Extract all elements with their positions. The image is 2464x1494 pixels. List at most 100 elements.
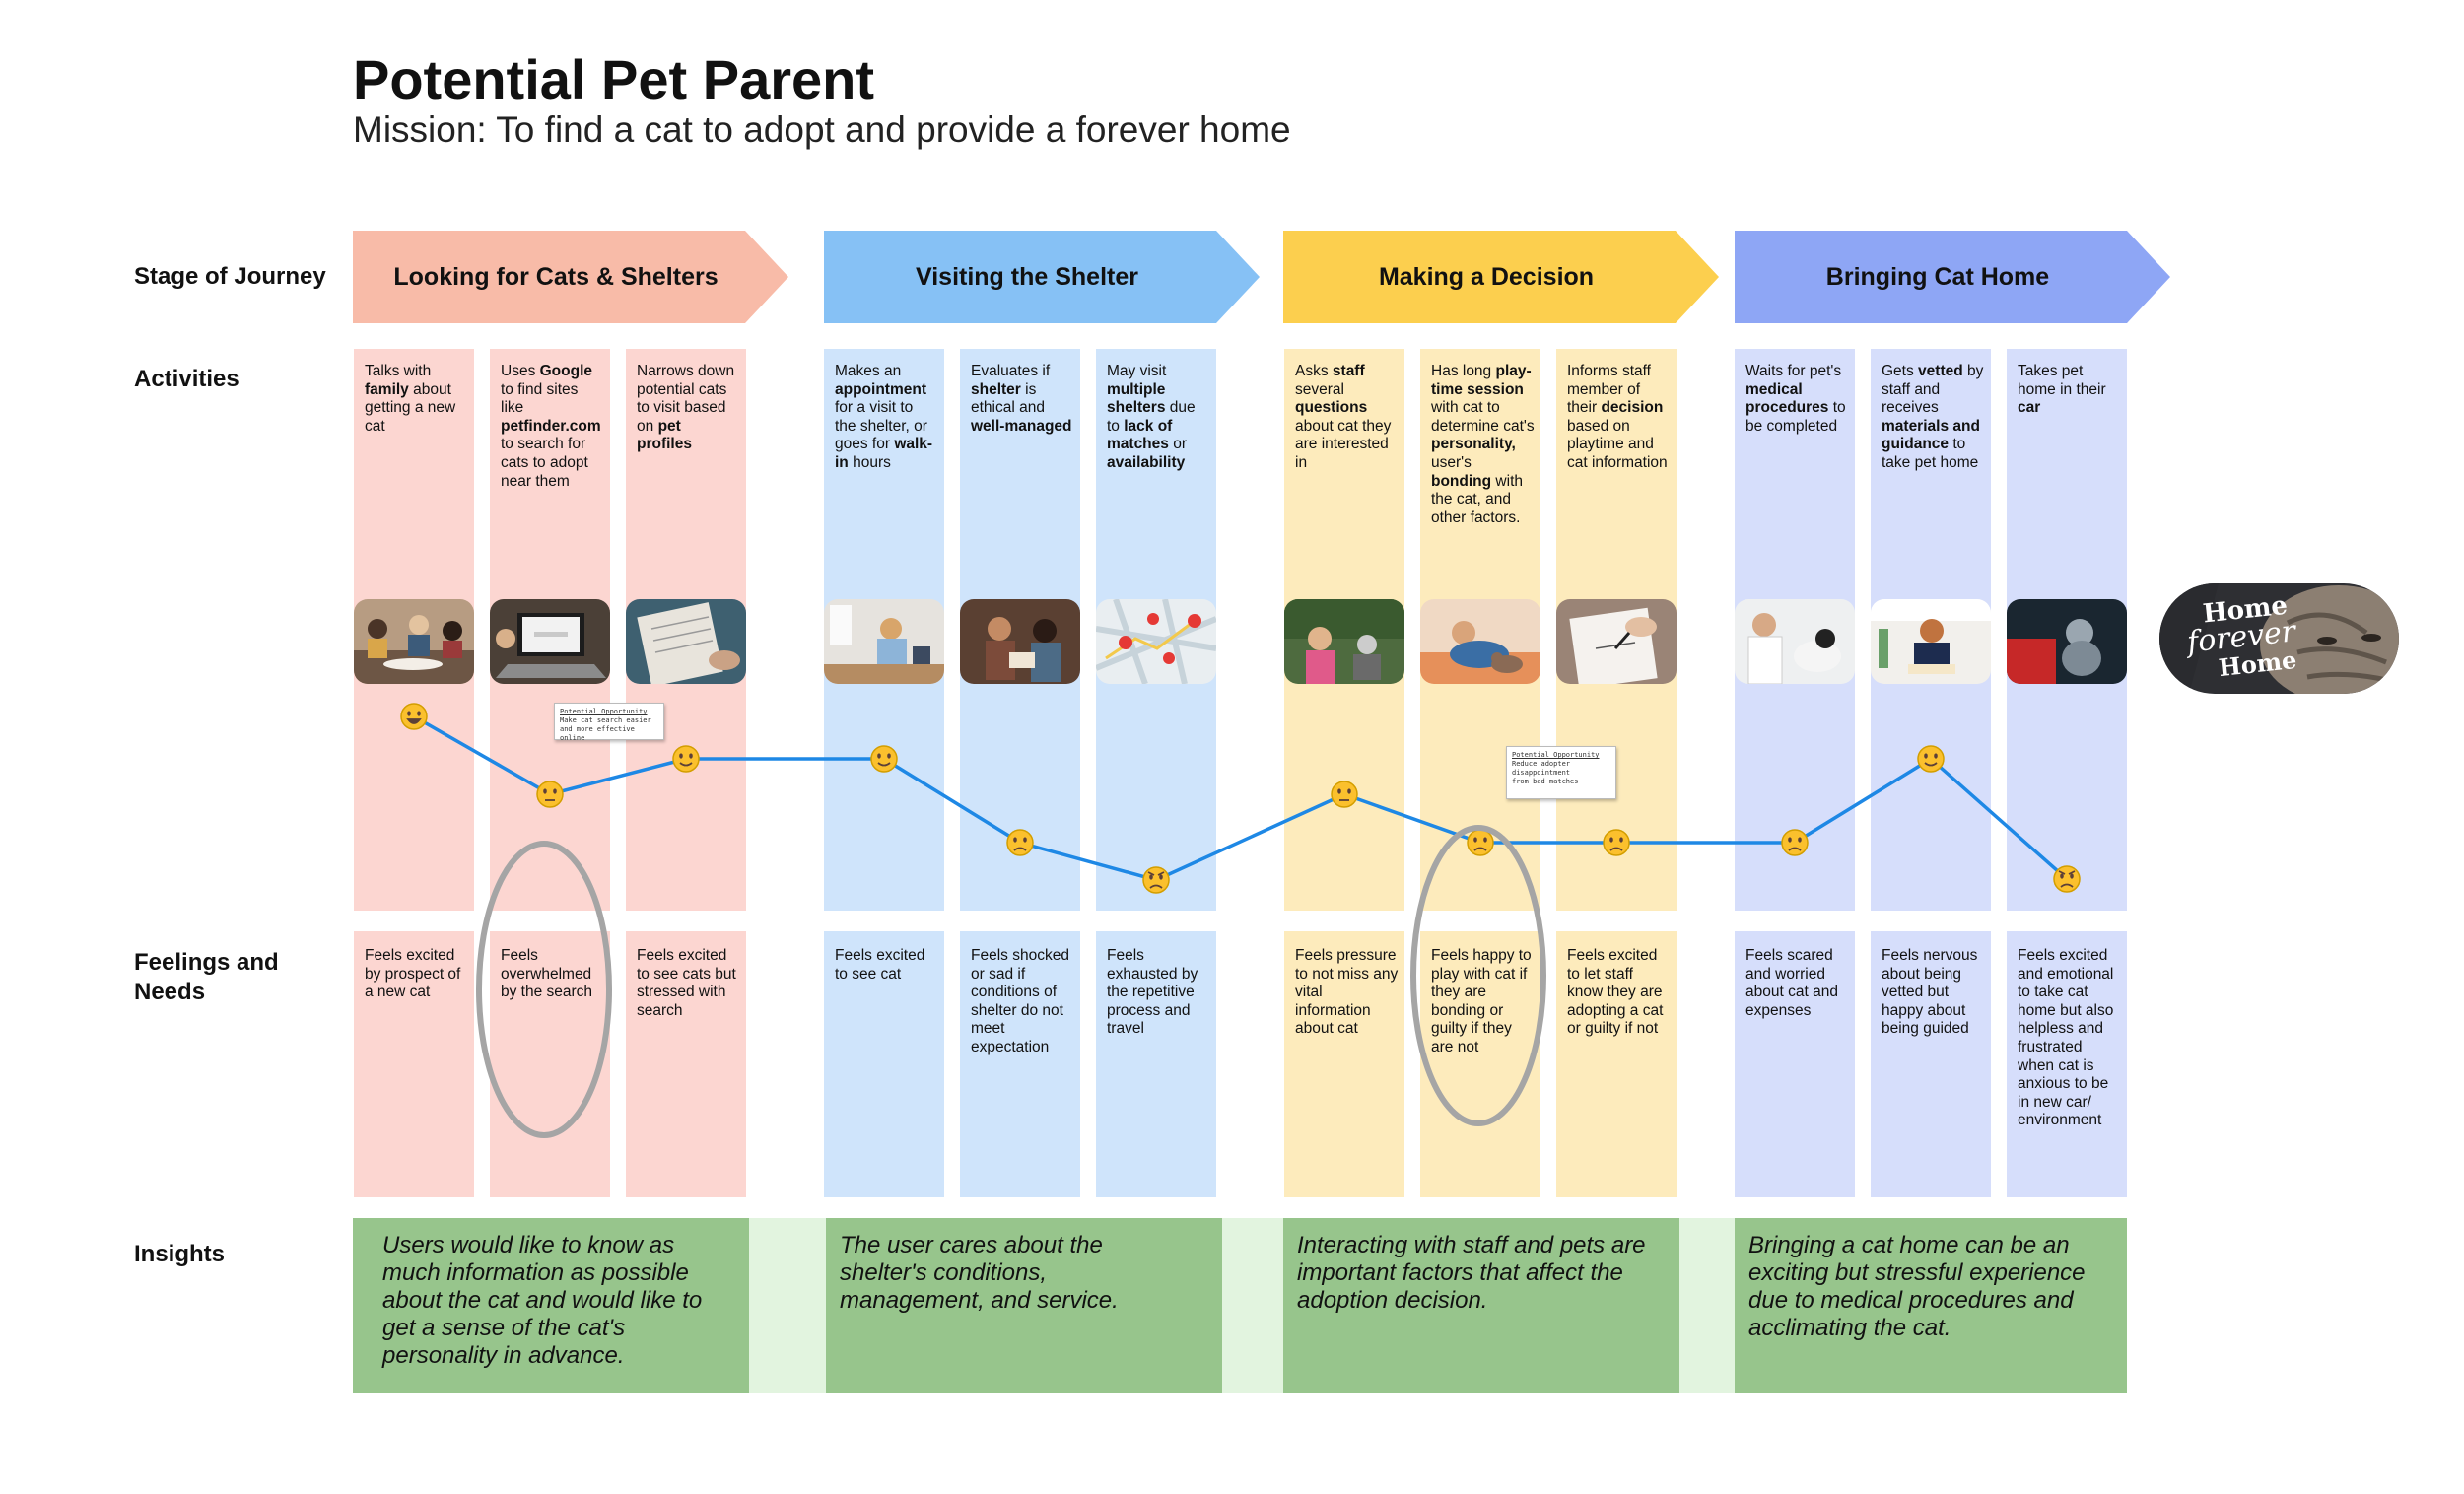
insight-gap [1222, 1218, 1283, 1393]
cat-in-car-photo [2007, 599, 2127, 684]
feeling-text: Feels excited and emotional to take cat … [2018, 947, 2114, 1129]
feeling-text: Feels exhausted by the repetitive proces… [1107, 947, 1198, 1038]
feeling-card: Feels shocked or sad if conditions of sh… [960, 931, 1080, 1197]
activity-card: Asks staff several questions about cat t… [1284, 349, 1404, 911]
emotion-face-icon [536, 781, 564, 808]
opportunity-note: Potential Opportunity Make cat search ea… [554, 703, 664, 742]
emotion-face-icon [672, 745, 700, 773]
activity-text: Waits for pet's medical procedures to be… [1745, 363, 1846, 435]
vet-cat-photo [1735, 599, 1855, 684]
feeling-card: Feels overwhelmed by the search [490, 931, 610, 1197]
child-cat-photo [1284, 599, 1404, 684]
people-reading-photo [960, 599, 1080, 684]
feeling-card: Feels excited to let staff know they are… [1556, 931, 1677, 1197]
opportunity-note: Potential Opportunity Reduce adopter dis… [1506, 746, 1616, 799]
activity-text: Makes an appointment for a visit to the … [835, 363, 933, 471]
feeling-card: Feels excited and emotional to take cat … [2007, 931, 2127, 1197]
feeling-text: Feels nervous about being vetted but hap… [1882, 947, 1978, 1038]
feeling-card: Feels pressure to not miss any vital inf… [1284, 931, 1404, 1197]
signing-form-photo [1556, 599, 1677, 684]
stage-label: Bringing Cat Home [1825, 262, 2050, 291]
insight-text: Bringing a cat home can be an exciting b… [1748, 1232, 2086, 1341]
emotion-face-icon [1603, 829, 1630, 856]
feeling-card: Feels nervous about being vetted but hap… [1871, 931, 1991, 1197]
insight-gap [1679, 1218, 1735, 1393]
feeling-text: Feels shocked or sad if conditions of sh… [971, 947, 1069, 1055]
notes-writing-photo [626, 599, 746, 684]
feeling-text: Feels happy to play with cat if they are… [1431, 947, 1532, 1055]
emotion-markers [400, 703, 2081, 894]
reading-book-photo [1871, 599, 1991, 684]
feeling-card: Feels exhausted by the repetitive proces… [1096, 931, 1216, 1197]
stage-chevron-deciding: Making a Decision [1283, 231, 1719, 323]
activity-text: Takes pet home in their car [2018, 363, 2106, 417]
row-label-stage: Stage of Journey [134, 263, 326, 290]
activity-text: May visit multiple shelters due to lack … [1107, 363, 1196, 471]
activity-text: Evaluates if shelter is ethical and well… [971, 363, 1072, 435]
stage-chevron-bringing-home: Bringing Cat Home [1735, 231, 2170, 323]
activity-text: Has long play-time session with cat to d… [1431, 363, 1535, 526]
emotion-face-icon [1142, 866, 1170, 894]
map-pins-photo [1096, 599, 1216, 684]
insight-text: Users would like to know as much informa… [382, 1232, 703, 1369]
laptop-search-photo [490, 599, 610, 684]
insight-card: Users would like to know as much informa… [353, 1218, 749, 1393]
feeling-text: Feels pressure to not miss any vital inf… [1295, 947, 1399, 1038]
feeling-card: Feels excited to see cats but stressed w… [626, 931, 746, 1197]
opportunity-title: Potential Opportunity [1512, 751, 1600, 759]
woman-playing-cat-photo [1420, 599, 1540, 684]
emotion-face-icon [400, 703, 428, 730]
page-title: Potential Pet Parent [353, 48, 875, 110]
activity-text: Talks with family about getting a new ca… [365, 363, 456, 435]
insight-card: Bringing a cat home can be an exciting b… [1735, 1218, 2127, 1393]
opportunity-title: Potential Opportunity [560, 708, 648, 715]
insight-text: Interacting with staff and pets are impo… [1297, 1232, 1646, 1314]
emotion-face-icon [1781, 829, 1809, 856]
feeling-card: Feels excited by prospect of a new cat [354, 931, 474, 1197]
activity-text: Informs staff member of their decision b… [1567, 363, 1668, 471]
emotion-face-icon [1006, 829, 1034, 856]
stage-label: Looking for Cats & Shelters [393, 262, 719, 291]
stage-chevron-visiting: Visiting the Shelter [824, 231, 1260, 323]
opportunity-line: from bad matches [1512, 778, 1579, 785]
emotion-face-icon [1467, 829, 1494, 856]
row-label-insights: Insights [134, 1241, 226, 1267]
opportunity-line: Reduce adopter [1512, 760, 1571, 768]
feeling-text: Feels overwhelmed by the search [501, 947, 593, 1001]
opportunity-line: and more effective online [560, 725, 635, 742]
feeling-text: Feels scared and worried about cat and e… [1745, 947, 1838, 1019]
feeling-card: Feels scared and worried about cat and e… [1735, 931, 1855, 1197]
cat-face-illustration [2159, 583, 2399, 694]
opportunity-highlight-ellipse [1410, 825, 1546, 1126]
insight-card: The user cares about the shelter's condi… [826, 1218, 1222, 1393]
activity-text: Asks staff several questions about cat t… [1295, 363, 1392, 471]
opportunity-line: Make cat search easier [560, 716, 651, 724]
insight-text: The user cares about the shelter's condi… [840, 1232, 1119, 1314]
stage-label: Visiting the Shelter [916, 262, 1138, 291]
opportunity-line: disappointment [1512, 769, 1571, 777]
feeling-card: Feels happy to play with cat if they are… [1420, 931, 1540, 1197]
emotion-face-icon [1331, 781, 1358, 808]
stage-label: Making a Decision [1378, 262, 1595, 291]
activity-text: Gets vetted by staff and receives materi… [1882, 363, 1984, 471]
desk-phone-photo [824, 599, 944, 684]
emotion-face-icon [1917, 745, 1945, 773]
feeling-text: Feels excited to see cat [835, 947, 925, 983]
feeling-text: Feels excited by prospect of a new cat [365, 947, 461, 1001]
emotion-curve [413, 714, 2069, 882]
feeling-text: Feels excited to let staff know they are… [1567, 947, 1664, 1038]
row-label-activities: Activities [134, 366, 240, 392]
row-label-feelings: Feelings and Needs [134, 949, 279, 1005]
insight-gap [749, 1218, 826, 1393]
mission-statement: Mission: To find a cat to adopt and prov… [353, 109, 1291, 150]
activity-text: Narrows down potential cats to visit bas… [637, 363, 735, 453]
activity-text: Uses Google to find sites like petfinder… [501, 363, 601, 490]
stage-chevron-looking: Looking for Cats & Shelters [353, 231, 788, 323]
feeling-text: Feels excited to see cats but stressed w… [637, 947, 736, 1019]
insight-card: Interacting with staff and pets are impo… [1283, 1218, 1679, 1393]
family-table-photo [354, 599, 474, 684]
feeling-card: Feels excited to see cat [824, 931, 944, 1197]
emotion-face-icon [870, 745, 898, 773]
forever-home-badge: Home forever Home [2159, 583, 2399, 694]
